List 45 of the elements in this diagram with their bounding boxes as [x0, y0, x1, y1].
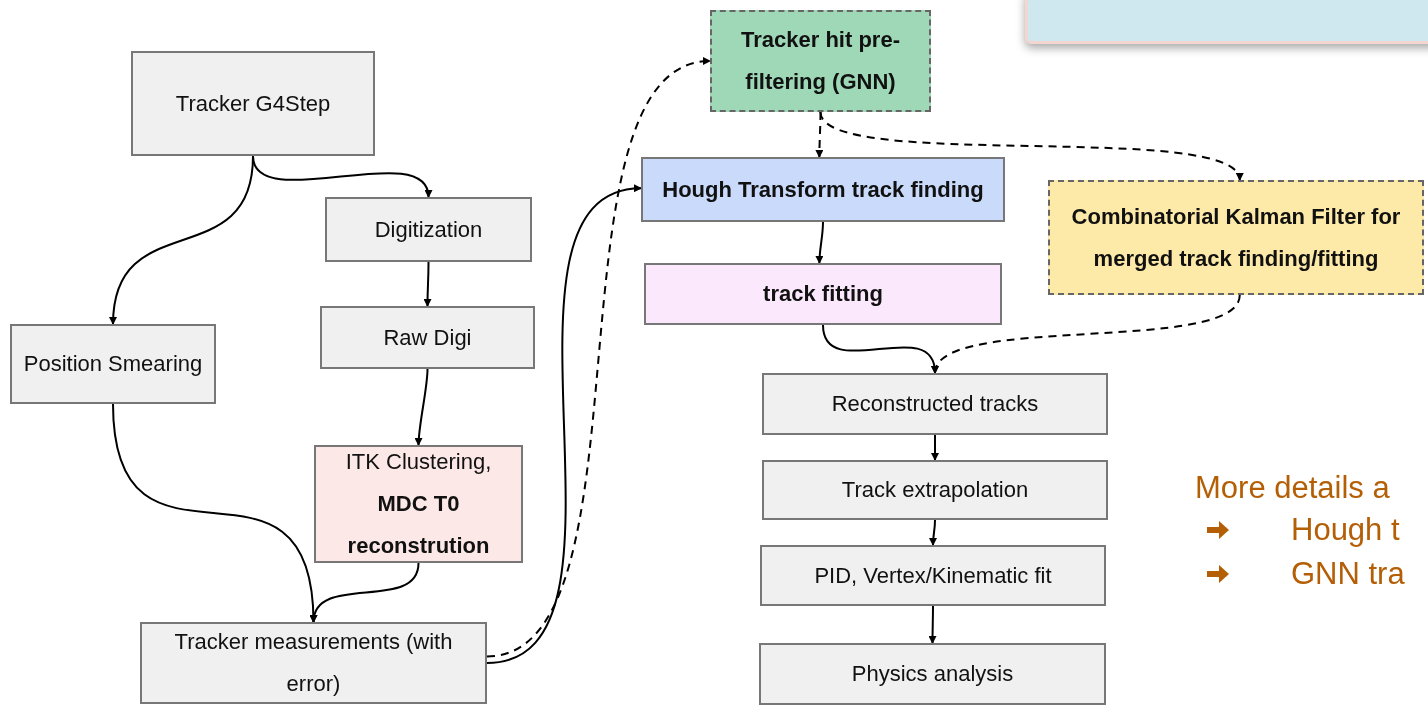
- arrow: [486, 59, 711, 658]
- arrow: [815, 111, 824, 158]
- process-box: [710, 10, 931, 112]
- process-box: [760, 545, 1106, 606]
- arrow: [931, 434, 939, 461]
- box-label: Digitization: [374, 215, 483, 244]
- box-label: track fitting: [763, 280, 883, 308]
- arrow: [934, 294, 1241, 374]
- box-label: PID, Vertex/Kinematic fit: [814, 561, 1052, 590]
- box-label: Combinatorial Kalman Filter for merged track finding/fitting: [1070, 202, 1402, 273]
- arrow: [819, 111, 1241, 181]
- process-box: [762, 373, 1108, 435]
- process-box: [1048, 180, 1424, 295]
- process-box: [644, 263, 1002, 325]
- arrow: [928, 605, 937, 644]
- arrow: [423, 261, 432, 307]
- note-item: Hough t: [1291, 511, 1400, 549]
- process-box: [641, 157, 1005, 222]
- box-label: Tracker G4Step: [175, 89, 331, 118]
- arrow: [310, 562, 420, 623]
- arrow: [815, 221, 824, 264]
- note-item: GNN tra: [1291, 555, 1405, 593]
- process-box: [759, 643, 1106, 705]
- arrow: [929, 519, 938, 546]
- box-label: Tracker measurements (with error): [173, 628, 454, 698]
- box-label: Hough Transform track finding: [662, 175, 984, 204]
- arrow: [414, 368, 429, 446]
- process-box: [320, 306, 535, 369]
- box-label: Track extrapolation: [841, 476, 1029, 504]
- box-label: Reconstructed tracks: [831, 390, 1039, 418]
- arrow: [486, 186, 642, 664]
- process-box: [131, 51, 375, 156]
- note-heading: More details a: [1195, 469, 1390, 507]
- arrow: [109, 155, 254, 325]
- box-label: Physics analysis: [851, 660, 1014, 688]
- box-label: ITK Clustering, MDC T0 reconstrution: [344, 448, 493, 560]
- process-box: [325, 197, 532, 262]
- process-box: [140, 622, 487, 704]
- box-label: Raw Digi: [383, 323, 472, 352]
- process-box: [762, 460, 1108, 520]
- arrow: [112, 403, 317, 623]
- box-label: Tracker hit pre-filtering (GNN): [740, 26, 901, 96]
- box-label: Position Smearing: [23, 350, 203, 378]
- process-box: [10, 324, 216, 404]
- process-box: [314, 445, 523, 563]
